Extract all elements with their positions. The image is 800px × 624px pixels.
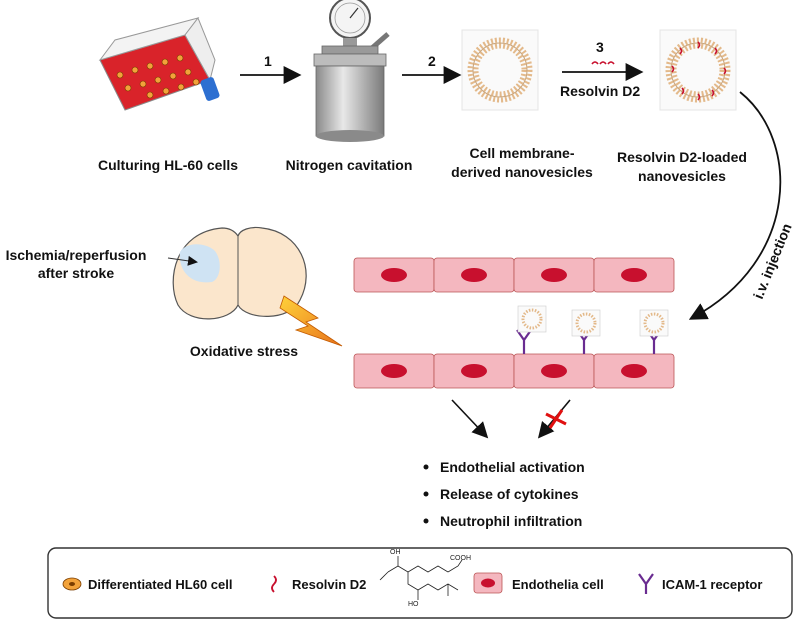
oxidative-stress-label: Oxidative stress [190, 343, 298, 359]
brain-icon [167, 226, 307, 320]
endothelial-layer-top [353, 257, 675, 293]
label-cavitation: Nitrogen cavitation [286, 157, 413, 173]
arrow-oxidative-effect [451, 399, 489, 439]
injection-arrow [688, 91, 782, 320]
lightning-bolt-icon [279, 295, 343, 347]
label-culturing: Culturing HL-60 cells [98, 157, 238, 173]
legend-resolvin: Resolvin D2 [292, 577, 366, 592]
structure-oh-label: OH [390, 549, 401, 556]
label-membrane-line1: Cell membrane- [469, 145, 574, 161]
outcome-endothelial-activation: Endothelial activation [440, 459, 585, 475]
icam-receptor-bound-3 [639, 309, 669, 354]
ischemia-label-line2: after stroke [38, 265, 114, 281]
icam-receptor-bound-2 [571, 309, 601, 354]
structure-ho-label: HO [408, 601, 419, 608]
step-2-number: 2 [428, 53, 436, 69]
culture-flask-icon [98, 17, 220, 111]
membrane-nanovesicle-icon [461, 29, 539, 111]
legend-icam: ICAM-1 receptor [662, 577, 762, 592]
loaded-nanovesicle-icon [659, 29, 737, 111]
resolvin-structure-icon [379, 556, 463, 600]
legend-endothelia: Endothelia cell [512, 577, 604, 592]
outcome-cytokine-release: Release of cytokines [440, 486, 579, 502]
icam-receptor-icon [638, 573, 654, 594]
legend-box [47, 547, 793, 619]
structure-cooh-label: COOH [450, 555, 471, 562]
outcome-list: Endothelial activation Release of cytoki… [423, 459, 585, 529]
legend-hl60: Differentiated HL60 cell [88, 577, 233, 592]
ischemia-label-line1: Ischemia/reperfusion [6, 247, 147, 263]
label-loaded-line1: Resolvin D2-loaded [617, 149, 747, 165]
outcome-neutrophil-infiltration: Neutrophil infiltration [440, 513, 582, 529]
step-3-number: 3 [596, 39, 604, 55]
step-1-number: 1 [264, 53, 272, 69]
resolvin-molecules-icon [591, 61, 615, 65]
label-loaded-line2: nanovesicles [638, 168, 726, 184]
endothelia-cell-icon [473, 572, 503, 594]
resolvin-molecule-icon [271, 575, 277, 593]
endothelial-layer-bottom [353, 353, 675, 389]
cavitation-vessel-icon [313, 0, 390, 142]
inhibition-cross-icon [545, 409, 567, 429]
resolvin-d2-arrow-label: Resolvin D2 [560, 83, 640, 99]
hl60-cell-icon [62, 577, 82, 591]
icam-receptor-bound-1 [516, 305, 547, 354]
label-membrane-line2: derived nanovesicles [451, 164, 593, 180]
